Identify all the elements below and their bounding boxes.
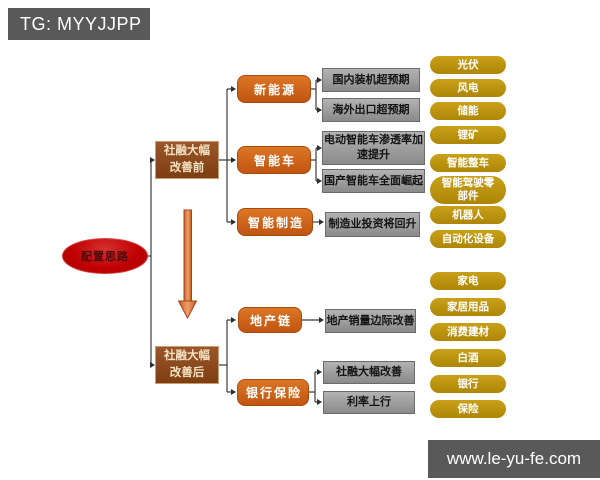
tg-watermark-badge: TG: MYYJJPP <box>8 8 150 40</box>
website-url-bar: www.le-yu-fe.com <box>428 440 600 478</box>
driver-box-property-sales: 地产销量边际改善 <box>325 309 416 333</box>
industry-tag-insurance: 保险 <box>430 400 506 418</box>
driver-box-credit-improvement: 社融大幅改善 <box>323 361 415 384</box>
driver-box-rates-rising: 利率上行 <box>323 391 415 414</box>
phase-node-post-improvement: 社融大幅 改善后 <box>155 346 219 384</box>
driver-box-domestic-installations: 国内装机超预期 <box>322 68 420 92</box>
industry-tag-household-goods: 家居用品 <box>430 298 506 316</box>
industry-tag-driving-parts: 智能驾驶零 部件 <box>430 176 506 204</box>
down-arrow <box>177 209 198 320</box>
industry-tag-wind: 风电 <box>430 79 506 97</box>
root-node: 配置思路 <box>62 238 148 274</box>
industry-tag-appliances: 家电 <box>430 272 506 290</box>
sector-node-new-energy: 新能源 <box>237 75 311 103</box>
industry-tag-building-materials: 消费建材 <box>430 323 506 341</box>
industry-tag-smart-vehicle: 智能整车 <box>430 154 506 172</box>
industry-tag-solar: 光伏 <box>430 56 506 74</box>
industry-tag-energy-storage: 储能 <box>430 102 506 120</box>
industry-tag-banks: 银行 <box>430 375 506 393</box>
sector-node-smart-manufacturing: 智能制造 <box>237 208 313 236</box>
sector-node-smart-vehicle: 智能车 <box>237 146 311 174</box>
driver-box-overseas-exports: 海外出口超预期 <box>322 98 420 122</box>
industry-tag-automation: 自动化设备 <box>430 230 506 248</box>
sector-node-banking-insurance: 银行保险 <box>237 379 309 406</box>
driver-box-domestic-ev-rise: 国产智能车全面崛起 <box>322 169 425 193</box>
industry-tag-lithium: 锂矿 <box>430 126 506 144</box>
industry-tag-baijiu: 白酒 <box>430 349 506 367</box>
driver-box-ev-penetration: 电动智能车渗透率加 速提升 <box>322 131 425 165</box>
phase-node-pre-improvement: 社融大幅 改善前 <box>155 141 219 179</box>
sector-node-property-chain: 地产链 <box>238 307 302 333</box>
driver-box-manufacturing-capex: 制造业投资将回升 <box>325 212 420 237</box>
industry-tag-robots: 机器人 <box>430 206 506 224</box>
